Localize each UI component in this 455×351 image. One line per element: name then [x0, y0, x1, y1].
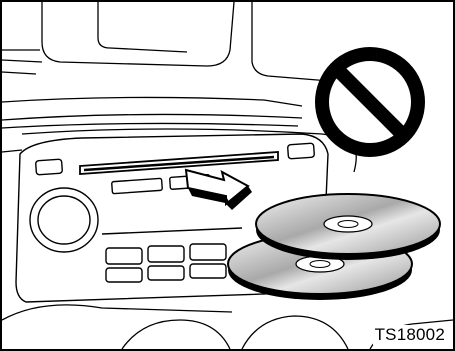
preset-buttons [106, 244, 226, 282]
volume-knob [30, 188, 98, 252]
figure-code: TS18002 [373, 325, 447, 345]
player-button [288, 143, 315, 159]
dashboard-panel [2, 2, 356, 172]
player-button [112, 178, 163, 193]
cd-disc-top [256, 194, 440, 260]
player-button [36, 159, 63, 175]
cd-player-illustration [2, 2, 453, 349]
arrow-right-icon [186, 170, 252, 210]
no-entry-icon [322, 54, 418, 150]
